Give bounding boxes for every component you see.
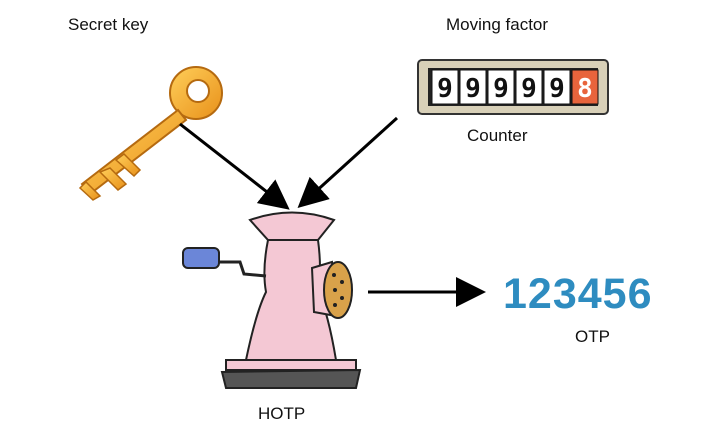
counter-digit: 9 (465, 74, 481, 104)
secret-key-label: Secret key (68, 15, 149, 34)
counter-digit: 9 (437, 74, 453, 104)
hotp-label: HOTP (258, 404, 306, 423)
counter-digit-cell (543, 69, 571, 105)
counter-digit-cell (487, 69, 515, 105)
key-icon (78, 66, 223, 201)
key-to-hotp-arrow (179, 122, 290, 210)
counter-digit-cell (459, 69, 487, 105)
moving-factor-label: Moving factor (446, 15, 549, 34)
counter-digit: 9 (549, 74, 565, 104)
counter-digit-cell (431, 69, 459, 105)
meat-grinder-icon (182, 211, 362, 389)
counter-label: Counter (467, 126, 528, 145)
otp-label: OTP (575, 327, 610, 346)
counter-digit-cell (571, 69, 599, 105)
counter-digit-cell (515, 69, 543, 105)
otp-value: 123456 (503, 270, 653, 318)
counter-to-hotp-arrow (297, 116, 399, 209)
counter-digit: 9 (493, 74, 509, 104)
counter-digit: 9 (521, 74, 537, 104)
counter-digit: 8 (577, 74, 593, 104)
